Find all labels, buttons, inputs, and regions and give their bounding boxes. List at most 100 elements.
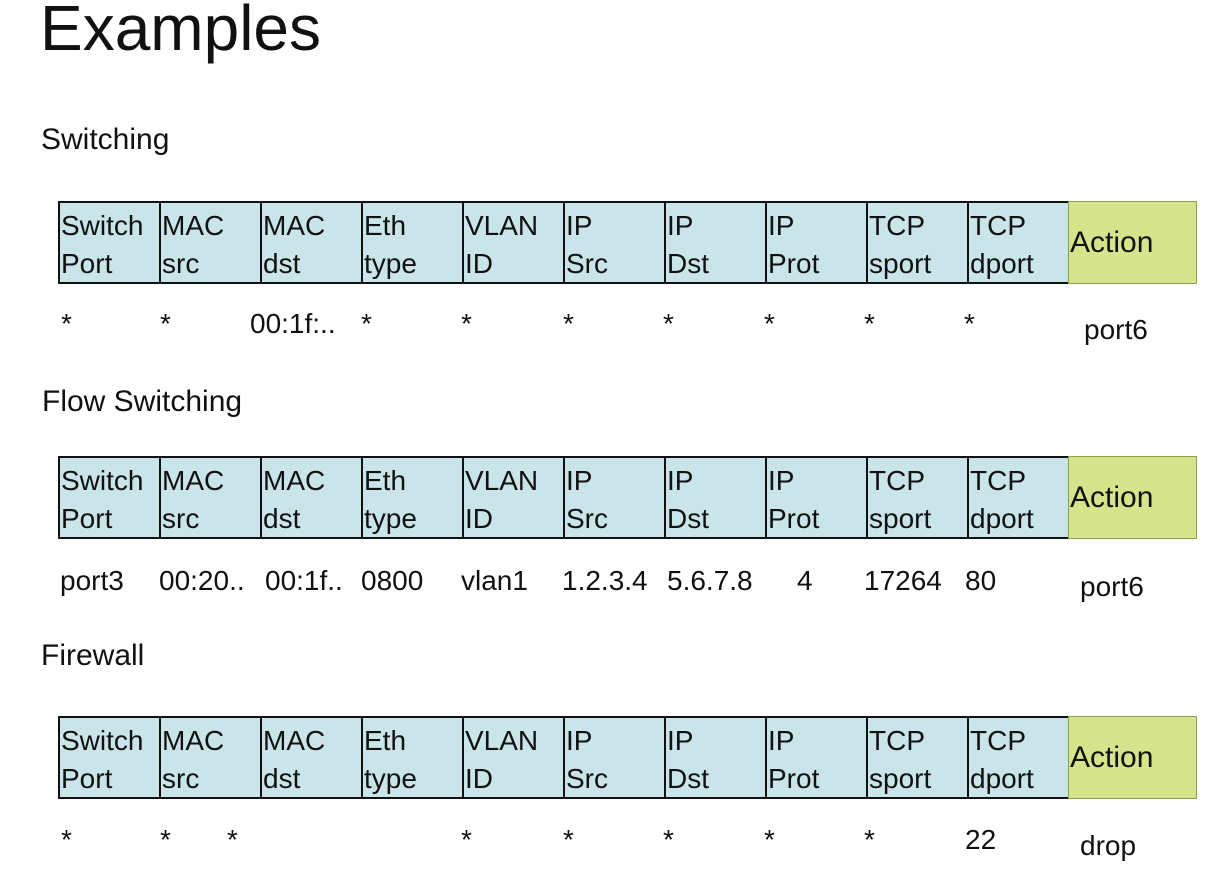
header-line: TCP [970,210,1026,241]
header-cell-ip-dst: IP Dst [664,201,765,284]
header-line: Eth [364,465,407,496]
header-line: ID [465,248,493,279]
value-ip-prot: 4 [797,565,813,596]
header-line: Action [1070,740,1154,774]
value-tcp-sport: * [864,308,875,339]
header-cell-ip-dst: IP Dst [664,716,765,799]
value-mac-dst: 00:1f.. [265,565,343,596]
header-line: Dst [667,248,709,279]
header-line: MAC [162,210,225,241]
header-line: dst [263,763,301,794]
value-tcp-sport: * [864,824,875,855]
header-line: dport [970,503,1034,534]
header-line: Action [1070,480,1154,514]
header-cell-action: Action [1068,201,1197,284]
value-action: drop [1080,830,1137,861]
value-tcp-dport: 80 [965,565,997,596]
header-cell-eth-type: Eth type [361,201,462,284]
header-line: IP [768,465,795,496]
header-line: TCP [869,465,925,496]
value-row-switching: **00:1f:..*******port6 [0,306,1226,346]
header-line: Prot [768,763,820,794]
header-line: IP [768,210,795,241]
header-cell-vlan-id: VLAN ID [462,201,563,284]
header-line: IP [566,725,593,756]
header-line: TCP [970,725,1026,756]
header-line: IP [667,725,694,756]
header-cell-tcp-sport: TCP sport [866,456,967,539]
header-line: Port [61,503,113,534]
header-line: dst [263,248,301,279]
header-line: IP [667,465,694,496]
value-vlan-id: * [461,308,472,339]
page-title: Examples [40,0,321,64]
value-ip-dst: 5.6.7.8 [667,565,753,596]
header-line: TCP [970,465,1026,496]
header-cell-mac-src: MAC src [159,201,260,284]
value-vlan-id: vlan1 [461,565,528,596]
header-line: Dst [667,503,709,534]
value-ip-src: * [563,308,574,339]
value-ip-dst: * [663,824,674,855]
header-line: sport [869,248,932,279]
value-ip-prot: * [764,824,775,855]
value-ip-src: 1.2.3.4 [562,565,648,596]
header-line: IP [667,210,694,241]
header-line: IP [566,210,593,241]
header-line: type [364,248,417,279]
header-line: MAC [263,210,326,241]
header-line: Switch [61,210,144,241]
header-line: Port [61,248,113,279]
value-mac-src: * [160,824,171,855]
header-line: src [162,248,200,279]
header-line: IP [566,465,593,496]
value-tcp-dport: * [964,308,975,339]
header-cell-ip-src: IP Src [563,716,664,799]
header-line: Eth [364,210,407,241]
value-mac-dst: 00:1f:.. [250,308,336,339]
value-mac-dst: * [227,824,238,855]
value-action: port6 [1084,314,1148,345]
value-mac-src: * [160,308,171,339]
header-line: dst [263,503,301,534]
value-ip-prot: * [764,308,775,339]
header-line: ID [465,763,493,794]
header-line: Switch [61,465,144,496]
value-eth-type: * [361,308,372,339]
header-line: MAC [263,725,326,756]
header-line: Port [61,763,113,794]
header-line: VLAN [465,210,539,241]
header-line: VLAN [465,725,539,756]
value-switch-port: * [61,308,72,339]
header-line: Src [566,763,608,794]
header-cell-ip-prot: IP Prot [765,201,866,284]
section-label-firewall: Firewall [41,639,145,672]
header-line: dport [970,248,1034,279]
header-line: TCP [869,210,925,241]
value-mac-src: 00:20.. [159,565,245,596]
header-line: sport [869,503,932,534]
header-line: Prot [768,248,820,279]
value-switch-port: port3 [60,565,124,596]
header-line: Dst [667,763,709,794]
header-cell-action: Action [1068,456,1197,539]
header-cell-tcp-dport: TCP dport [967,201,1068,284]
header-line: Switch [61,725,144,756]
header-line: type [364,763,417,794]
header-cell-mac-dst: MAC dst [260,201,361,284]
header-line: IP [768,725,795,756]
header-line: Action [1070,225,1154,259]
